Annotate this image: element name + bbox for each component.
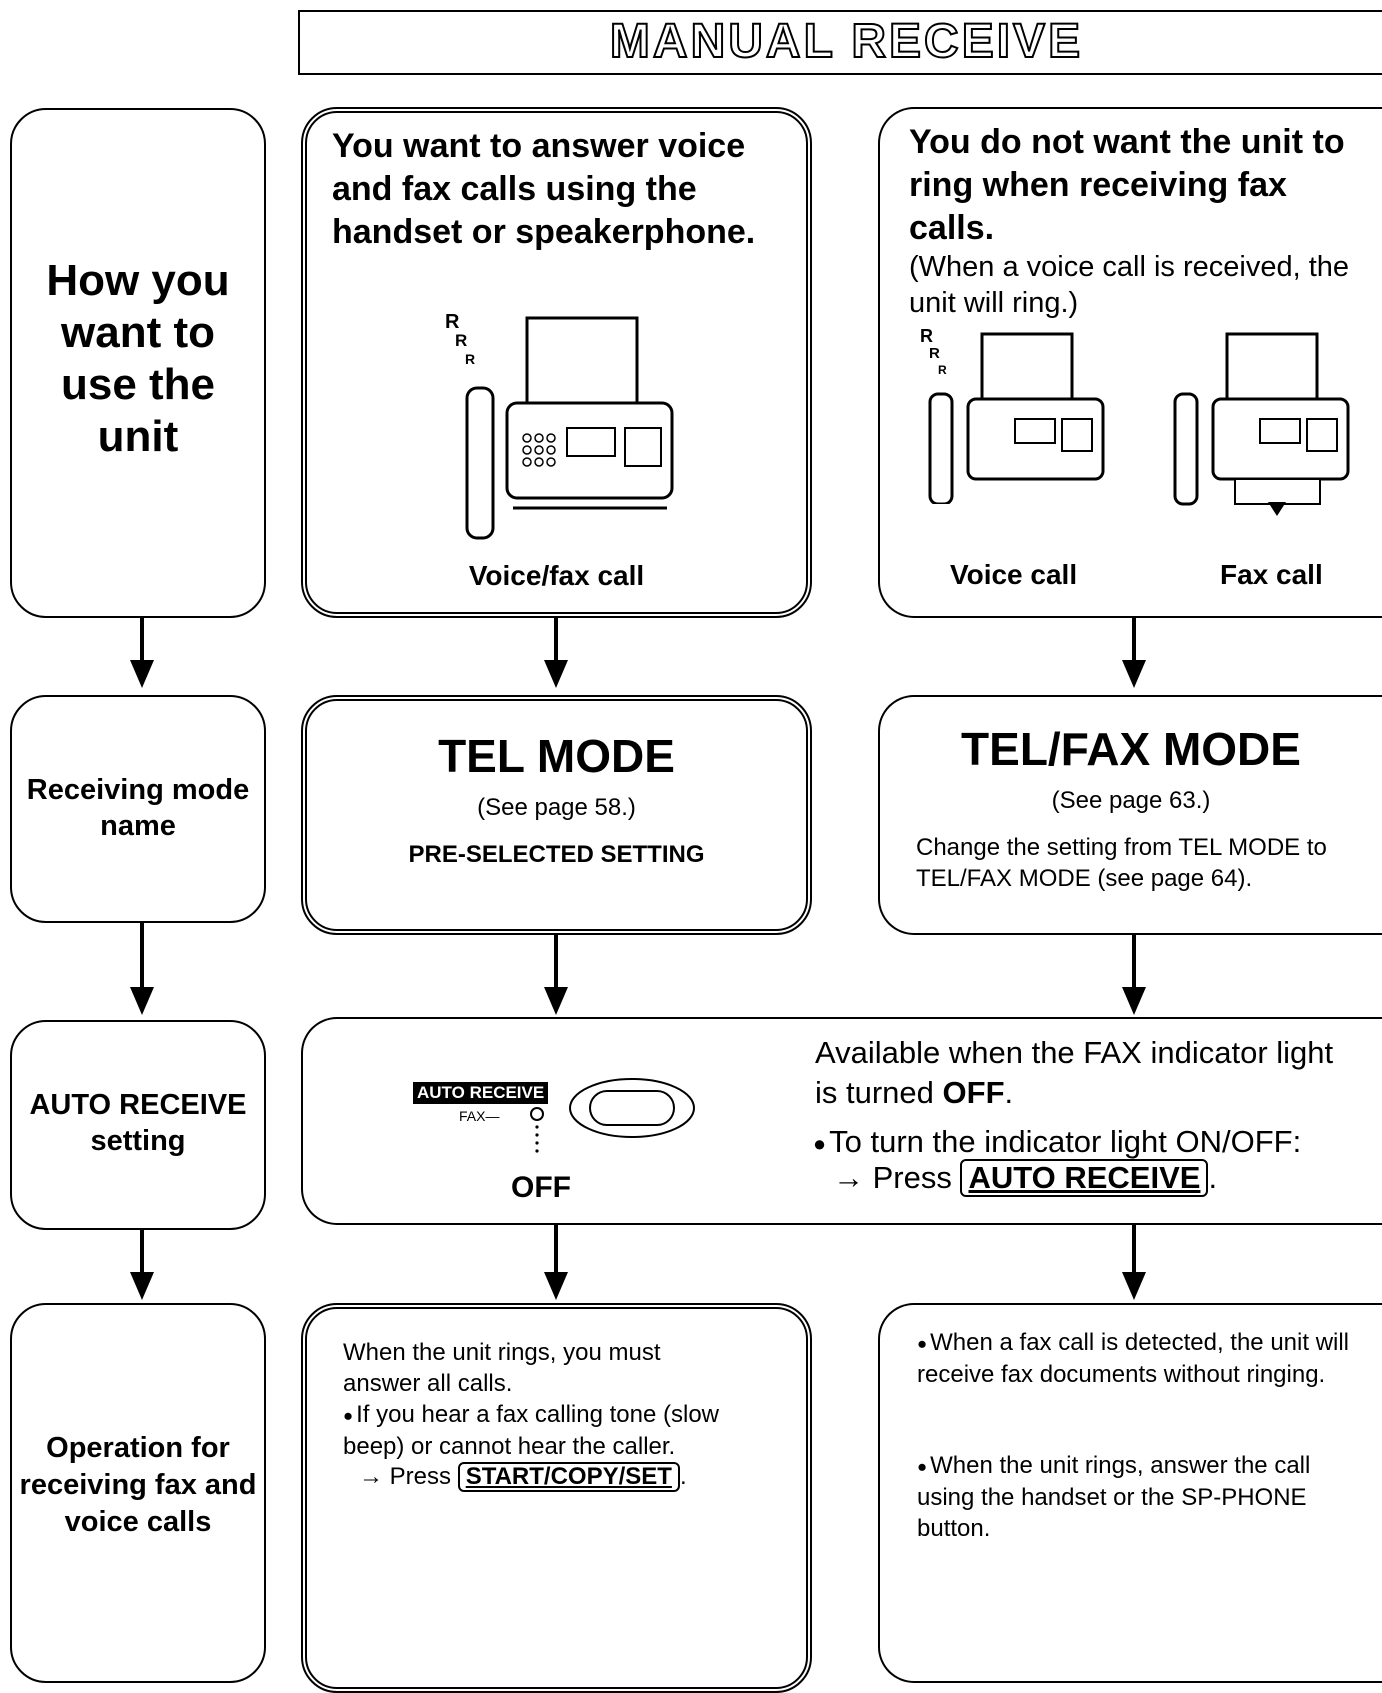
tel-mode-name: TEL MODE — [438, 730, 675, 782]
fax-label-text: FAX — [459, 1108, 486, 1124]
fax-machine-icon: R R R — [445, 311, 674, 540]
down-arrow-icon — [1268, 502, 1286, 516]
telfax-change-note: Change the setting from TEL MODE to TEL/… — [916, 834, 1327, 892]
down-arrow-icon — [544, 618, 568, 688]
tel-use-box: You want to answer voice and fax calls u… — [301, 107, 812, 618]
ring-letter: R — [445, 311, 460, 333]
key-label: START/COPY/SET — [465, 1463, 672, 1490]
telfax-caption-fax: Fax call — [1220, 559, 1323, 590]
row-label-text: Operation for receiving fax and voice ca… — [19, 1432, 257, 1538]
down-arrow-icon — [130, 923, 154, 1015]
row-label-text: Receiving mode name — [26, 774, 250, 842]
auto-receive-panel-label: AUTO RECEIVE — [413, 1082, 549, 1104]
down-arrow-icon — [1122, 618, 1146, 688]
ring-letter: R — [920, 326, 933, 346]
fax-machine-icon — [1173, 332, 1350, 516]
row-label-text: AUTO RECEIVE setting — [29, 1089, 247, 1157]
telfax-caption-voice: Voice call — [950, 559, 1078, 590]
telfax-use-text: You do not want the unit to ring when re… — [909, 123, 1345, 247]
available-bold: OFF — [942, 1075, 1005, 1110]
auto-receive-box: AUTO RECEIVE FAX— OFF Available when the… — [301, 1017, 1382, 1225]
row-label-auto-receive: AUTO RECEIVE setting — [10, 1020, 266, 1230]
header-bar: MANUAL RECEIVE — [298, 10, 1382, 75]
telfax-use-box: You do not want the unit to ring when re… — [878, 107, 1382, 618]
down-arrow-icon — [1122, 935, 1146, 1015]
auto-receive-press: → Press AUTO RECEIVE. — [833, 1159, 1218, 1198]
available-end: . — [1004, 1075, 1014, 1110]
down-arrow-icon — [130, 618, 154, 688]
press-end: . — [1208, 1160, 1218, 1195]
tel-preselected: PRE-SELECTED SETTING — [408, 841, 705, 868]
ring-letter: R — [465, 351, 475, 367]
auto-receive-available: Available when the FAX indicator light i… — [815, 1033, 1355, 1113]
press-end: . — [679, 1463, 687, 1490]
tel-operation-box: When the unit rings, you must answer all… — [301, 1303, 812, 1693]
tel-operation-press: → Press START/COPY/SET. — [359, 1462, 687, 1493]
telfax-mode-box: TEL/FAX MODE (See page 63.) Change the s… — [878, 695, 1382, 935]
auto-receive-key[interactable]: AUTO RECEIVE — [960, 1159, 1209, 1198]
tel-operation-intro: When the unit rings, you must answer all… — [343, 1339, 661, 1397]
row-label-text: How you want to use the unit — [46, 256, 230, 461]
tel-illustration-caption: Voice/fax call — [468, 560, 645, 591]
start-copy-set-key[interactable]: START/COPY/SET — [457, 1462, 680, 1493]
telfax-operation-box: When a fax call is detected, the unit wi… — [878, 1303, 1382, 1683]
ring-letter: R — [938, 363, 947, 377]
down-arrow-icon — [544, 1225, 568, 1300]
row-label-use: How you want to use the unit — [10, 108, 266, 618]
auto-receive-state: OFF — [511, 1171, 571, 1204]
auto-receive-toggle-text: To turn the indicator light ON/OFF: — [813, 1124, 1301, 1160]
down-arrow-icon — [544, 935, 568, 1015]
telfax-use-note: (When a voice call is received, the unit… — [909, 251, 1350, 319]
tel-operation-bullet: If you hear a fax calling tone (slow bee… — [343, 1399, 773, 1462]
press-text: → Press — [833, 1160, 952, 1195]
ring-letter: R — [929, 345, 940, 362]
key-label: AUTO RECEIVE — [968, 1160, 1201, 1195]
telfax-mode-name: TEL/FAX MODE — [961, 723, 1301, 775]
telfax-operation-bullet-1: When a fax call is detected, the unit wi… — [917, 1327, 1357, 1390]
indicator-light-icon — [530, 1107, 544, 1153]
telfax-operation-bullet-2: When the unit rings, answer the call usi… — [917, 1450, 1347, 1544]
auto-receive-button[interactable] — [568, 1077, 696, 1139]
down-arrow-icon — [130, 1230, 154, 1300]
down-arrow-icon — [1122, 1225, 1146, 1300]
fax-label: FAX— — [459, 1108, 500, 1124]
page-title: MANUAL RECEIVE — [609, 14, 1084, 69]
telfax-mode-page-ref: (See page 63.) — [1051, 787, 1211, 814]
handset-icon — [465, 386, 495, 540]
available-text: Available when the FAX indicator light i… — [815, 1035, 1334, 1110]
press-text: → Press — [359, 1463, 452, 1490]
fax-machine-icon: R R R — [920, 326, 1105, 504]
tel-mode-box: TEL MODE (See page 58.) PRE-SELECTED SET… — [301, 695, 812, 935]
ring-letter: R — [455, 331, 467, 350]
tel-mode-page-ref: (See page 58.) — [477, 794, 636, 821]
handset-icon — [928, 392, 954, 504]
row-label-operation: Operation for receiving fax and voice ca… — [10, 1303, 266, 1683]
handset-icon — [1173, 392, 1199, 506]
row-label-mode: Receiving mode name — [10, 695, 266, 923]
tel-use-text: You want to answer voice and fax calls u… — [332, 127, 756, 251]
